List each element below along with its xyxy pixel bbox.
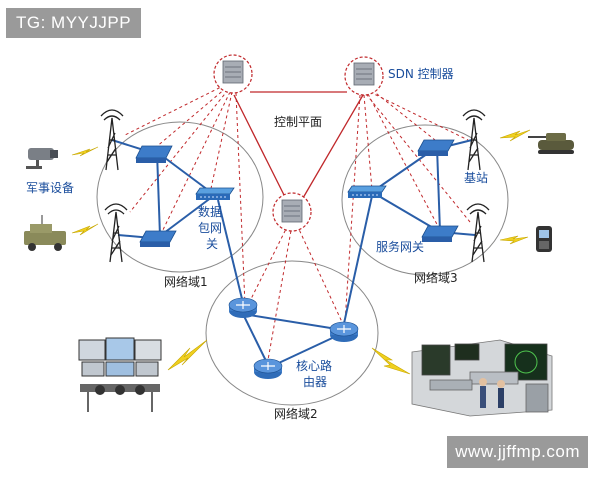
- label-packet-gateway: 包网: [198, 221, 222, 235]
- label-domain-1: 网络域1: [164, 274, 208, 289]
- command-center-icon: [78, 337, 162, 412]
- lightning-icon: [499, 235, 529, 245]
- label-domain-2: 网络域2: [274, 406, 318, 421]
- server-icon[interactable]: [344, 56, 384, 96]
- lightning-icon: [167, 339, 208, 371]
- domain-circle-3: [341, 124, 509, 276]
- router-icon[interactable]: [329, 321, 359, 342]
- label-military-equipment: 军事设备: [26, 181, 74, 195]
- wireless-links: [71, 129, 531, 375]
- label-core-router: 由器: [303, 375, 327, 389]
- radio-tower-icon: [462, 109, 486, 171]
- domain-circle-2: [205, 260, 379, 406]
- radio-tower-icon: [466, 203, 490, 263]
- lightning-icon: [499, 129, 531, 142]
- watermark-top: TG: MYYJJPP: [6, 8, 142, 38]
- server-icon[interactable]: [213, 54, 253, 94]
- label-packet-gateway: 关: [206, 237, 218, 251]
- radio-tower-icon: [104, 203, 128, 263]
- military-vehicle-icon: [24, 215, 66, 251]
- lightning-icon: [71, 223, 99, 236]
- radio-tower-icon: [100, 109, 124, 171]
- label-sdn-controller: SDN 控制器: [388, 67, 454, 81]
- operations-room-icon: [411, 339, 553, 417]
- tank-icon: [528, 133, 574, 154]
- gateway-icon[interactable]: [347, 185, 387, 198]
- router-icon[interactable]: [228, 297, 258, 318]
- mobile-phone-icon: [536, 226, 552, 252]
- server-icon[interactable]: [272, 192, 312, 232]
- label-base-station: 基站: [464, 171, 488, 185]
- data-links: [111, 139, 476, 369]
- control-plane-triangle: [233, 91, 364, 199]
- control-dashed-lines: [124, 84, 471, 361]
- domain-circle-1: [96, 121, 264, 273]
- switch-icon[interactable]: [421, 225, 459, 242]
- label-control-plane: 控制平面: [274, 115, 322, 129]
- lightning-icon: [71, 146, 99, 157]
- camera-icon: [26, 148, 58, 169]
- label-core-router: 核心路: [296, 358, 332, 373]
- switch-icon[interactable]: [417, 139, 455, 156]
- label-service-gateway: 服务网关: [376, 239, 424, 254]
- watermark-bottom: www.jjffmp.com: [447, 436, 588, 468]
- label-domain-3: 网络域3: [414, 270, 458, 285]
- router-icon[interactable]: [253, 358, 283, 379]
- lightning-icon: [371, 347, 411, 375]
- gateway-icon[interactable]: [195, 187, 235, 200]
- label-packet-gateway: 数据: [198, 204, 222, 219]
- switch-icon[interactable]: [135, 145, 173, 163]
- switch-icon[interactable]: [139, 230, 177, 247]
